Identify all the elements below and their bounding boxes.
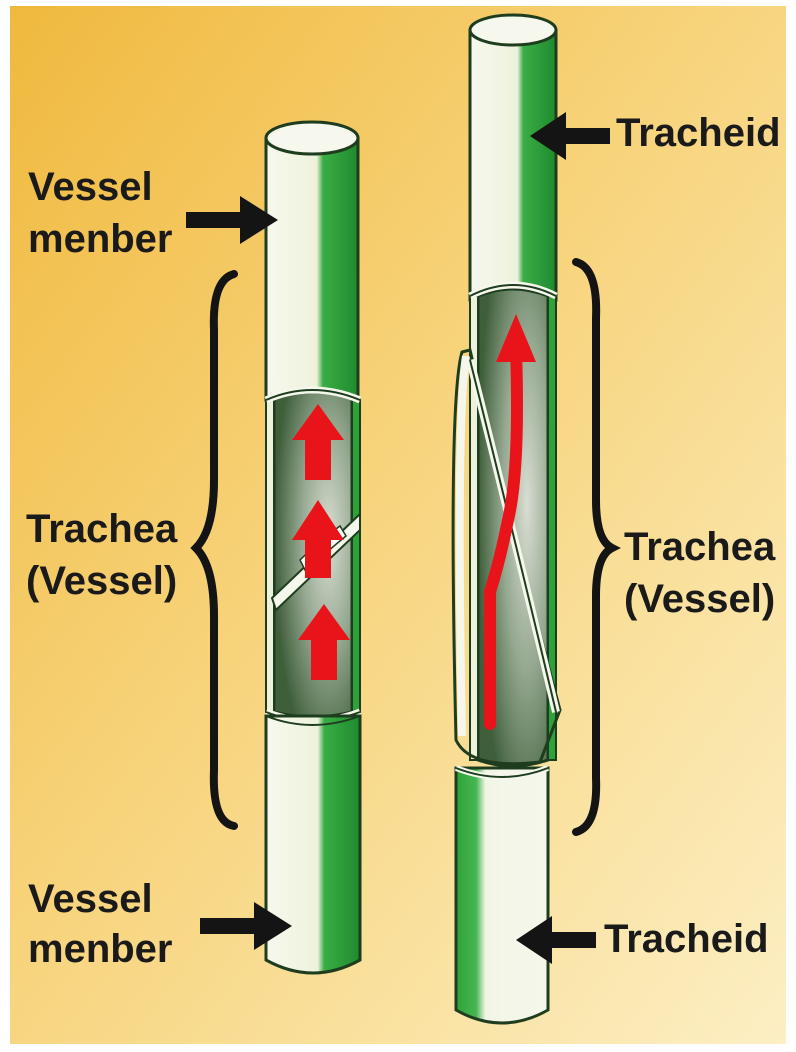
right-tracheid [453, 15, 560, 1023]
vessel-member-top-tube [266, 125, 358, 400]
tracheid-top-label: Tracheid [616, 111, 781, 155]
trachea-right-label-line2: (Vessel) [624, 577, 775, 621]
left-vessel [266, 122, 360, 973]
vessel-member-top-cap [266, 122, 358, 154]
tracheid-bottom-label: Tracheid [604, 917, 769, 961]
trachea-left-label-line1: Trachea [26, 507, 178, 551]
tracheid-top-cap [470, 15, 556, 45]
left-wall [266, 398, 274, 712]
tracheid-top-tube [470, 19, 556, 300]
tracheid-bottom-tube [456, 768, 548, 1023]
vessel-member-top-label-line2: menber [28, 217, 173, 261]
vessel-member-bottom-label-line1: Vessel [28, 877, 153, 921]
trachea-right-label-line1: Trachea [624, 525, 776, 569]
vessel-member-bottom-label-line2: menber [28, 927, 173, 971]
vessel-member-top-label-line1: Vessel [28, 165, 153, 209]
vessel-member-bottom-tube [266, 716, 360, 973]
trachea-left-label-line2: (Vessel) [26, 559, 177, 603]
right-wall [352, 398, 360, 712]
